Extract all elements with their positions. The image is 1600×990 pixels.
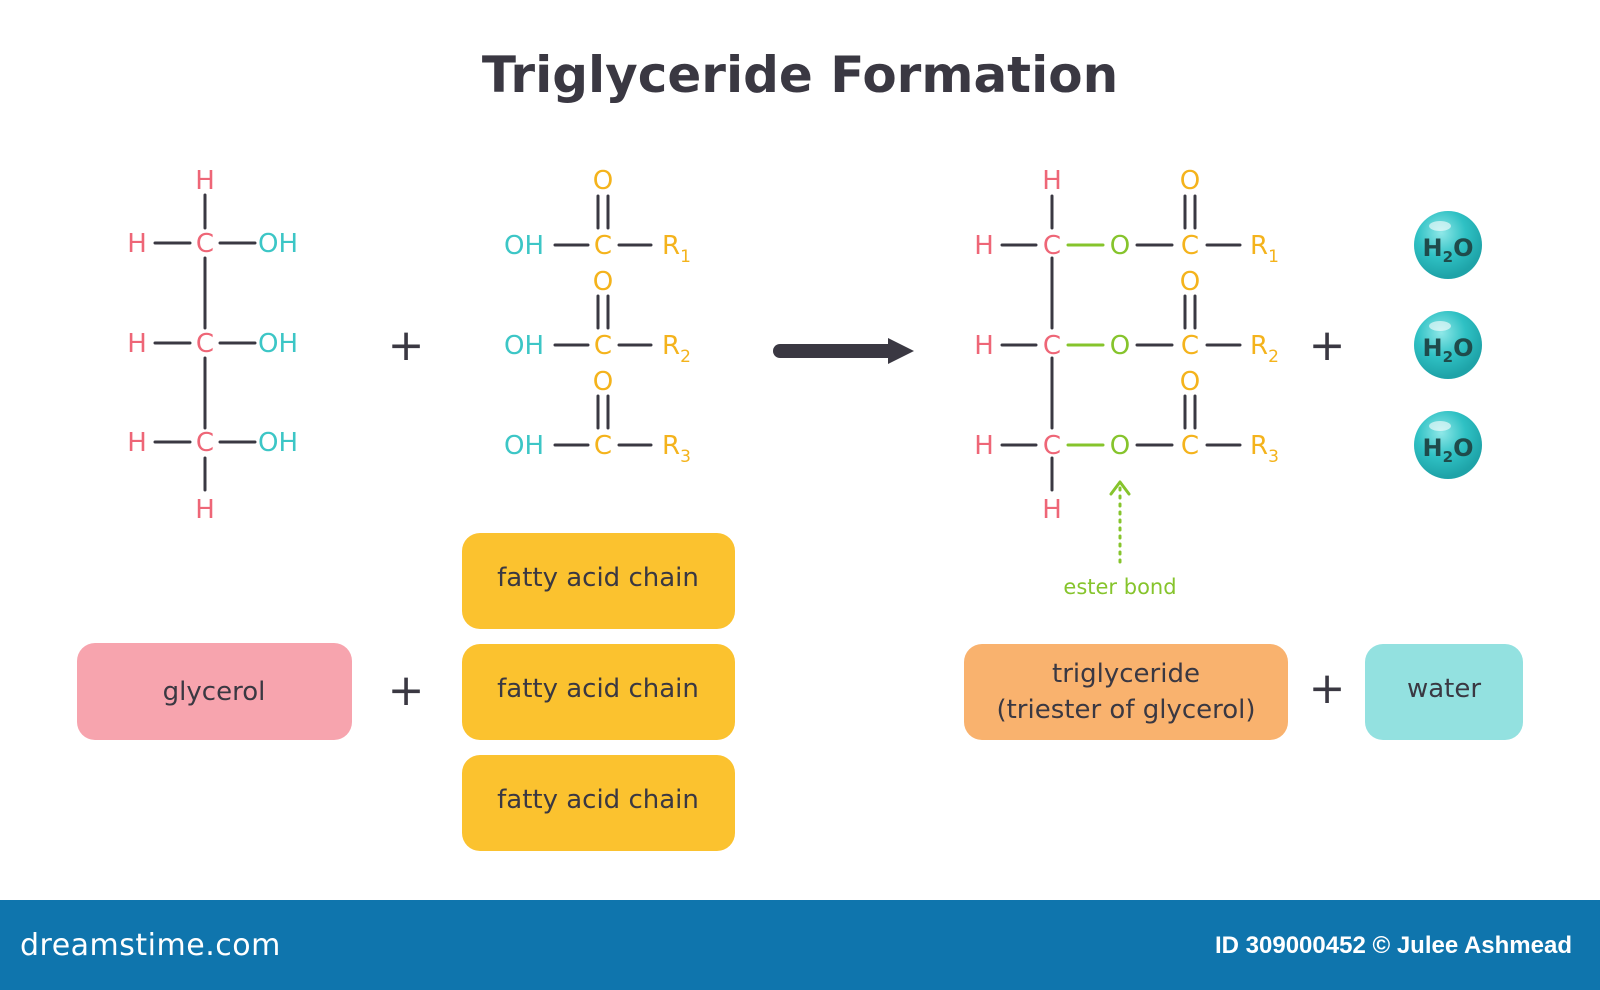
hydroxyl-group: OH (258, 428, 298, 458)
oxygen-atom: O (593, 367, 613, 397)
hydrogen-atom: H (127, 329, 147, 359)
oxygen-atom: O (593, 267, 613, 297)
carbon-atom: C (594, 431, 612, 461)
diagram-canvas: Triglyceride Formation H H C OH H C OH H… (77, 46, 1523, 851)
fatty-acid-label: fatty acid chain (497, 785, 699, 815)
oxygen-atom: O (1110, 431, 1130, 461)
water-molecule: H2O (1414, 211, 1482, 279)
water-formula: H2O (1423, 234, 1474, 266)
r-group: R3 (1250, 431, 1279, 467)
carbon-atom: C (594, 331, 612, 361)
fatty-acid-label-box: fatty acid chain (462, 533, 735, 629)
plus-sign: + (388, 320, 425, 371)
hydrogen-atom: H (974, 431, 994, 461)
oxygen-atom: O (1180, 367, 1200, 397)
hydrogen-atom: H (1042, 495, 1062, 525)
hydroxyl-group: OH (504, 231, 544, 261)
ester-row-2: H C O C R2 O (974, 267, 1279, 367)
oxygen-atom: O (1180, 267, 1200, 297)
r-group: R1 (662, 231, 691, 267)
oxygen-atom: O (593, 166, 613, 196)
carbon-atom: C (1043, 231, 1061, 261)
hydrogen-atom: H (127, 229, 147, 259)
carbon-atom: C (594, 231, 612, 261)
triglyceride-sublabel: (triester of glycerol) (996, 695, 1255, 725)
reaction-arrow-icon (773, 338, 914, 364)
oxygen-atom: O (1110, 231, 1130, 261)
carbon-atom: C (1043, 331, 1061, 361)
carbon-atom: C (1181, 231, 1199, 261)
glycerol-label-box: glycerol (77, 643, 352, 740)
water-molecule: H2O (1414, 411, 1482, 479)
water-label-box: water (1365, 644, 1523, 740)
ester-row-1: H C O C R1 O (974, 166, 1279, 267)
oxygen-atom: O (1110, 331, 1130, 361)
water-formula: H2O (1423, 334, 1474, 366)
fatty-acid-label: fatty acid chain (497, 563, 699, 593)
fatty-acid-label-box: fatty acid chain (462, 755, 735, 851)
oxygen-atom: O (1180, 166, 1200, 196)
ester-bond-label: ester bond (1063, 575, 1176, 599)
hydroxyl-group: OH (504, 431, 544, 461)
hydrogen-atom: H (974, 331, 994, 361)
hydroxyl-group: OH (504, 331, 544, 361)
plus-sign: + (1309, 663, 1346, 714)
r-group: R2 (1250, 331, 1279, 367)
hydrogen-atom: H (1042, 166, 1062, 196)
plus-sign: + (1309, 320, 1346, 371)
triglyceride-structure: H H H C O C R1 O H C O C R2 O (974, 166, 1279, 599)
carbon-atom: C (196, 229, 214, 259)
carbon-atom: C (1181, 331, 1199, 361)
ester-bond-pointer-icon (1109, 480, 1131, 570)
carbon-atom: C (196, 428, 214, 458)
glycerol-structure: H H C OH H C OH H C OH H (127, 166, 298, 525)
carbon-atom: C (196, 329, 214, 359)
fatty-acid-label: fatty acid chain (497, 674, 699, 704)
hydrogen-atom: H (195, 166, 215, 196)
r-group: R3 (662, 431, 691, 467)
triglyceride-label-box: triglyceride (triester of glycerol) (964, 644, 1288, 740)
hydrogen-atom: H (195, 495, 215, 525)
hydroxyl-group: OH (258, 229, 298, 259)
water-formula: H2O (1423, 434, 1474, 466)
page-title: Triglyceride Formation (482, 46, 1118, 104)
water-molecule: H2O (1414, 311, 1482, 379)
hydroxyl-group: OH (258, 329, 298, 359)
image-credit: ID 309000452 © Julee Ashmead (1215, 932, 1572, 959)
water-label: water (1407, 674, 1481, 704)
fatty-acid-structures: O OH C R1 O OH C R2 O OH C R3 (504, 166, 691, 467)
carbon-atom: C (1181, 431, 1199, 461)
hydrogen-atom: H (974, 231, 994, 261)
site-logo[interactable]: dreamstime.com (20, 928, 281, 963)
ester-row-3: H C O C R3 O (974, 367, 1279, 467)
hydrogen-atom: H (127, 428, 147, 458)
carbon-atom: C (1043, 431, 1061, 461)
triglyceride-label: triglyceride (1052, 659, 1200, 689)
fatty-acid-label-box: fatty acid chain (462, 644, 735, 740)
r-group: R2 (662, 331, 691, 367)
r-group: R1 (1250, 231, 1279, 267)
plus-sign: + (388, 665, 425, 716)
glycerol-label: glycerol (163, 677, 266, 707)
footer-bar: dreamstime.com ID 309000452 © Julee Ashm… (0, 900, 1600, 990)
